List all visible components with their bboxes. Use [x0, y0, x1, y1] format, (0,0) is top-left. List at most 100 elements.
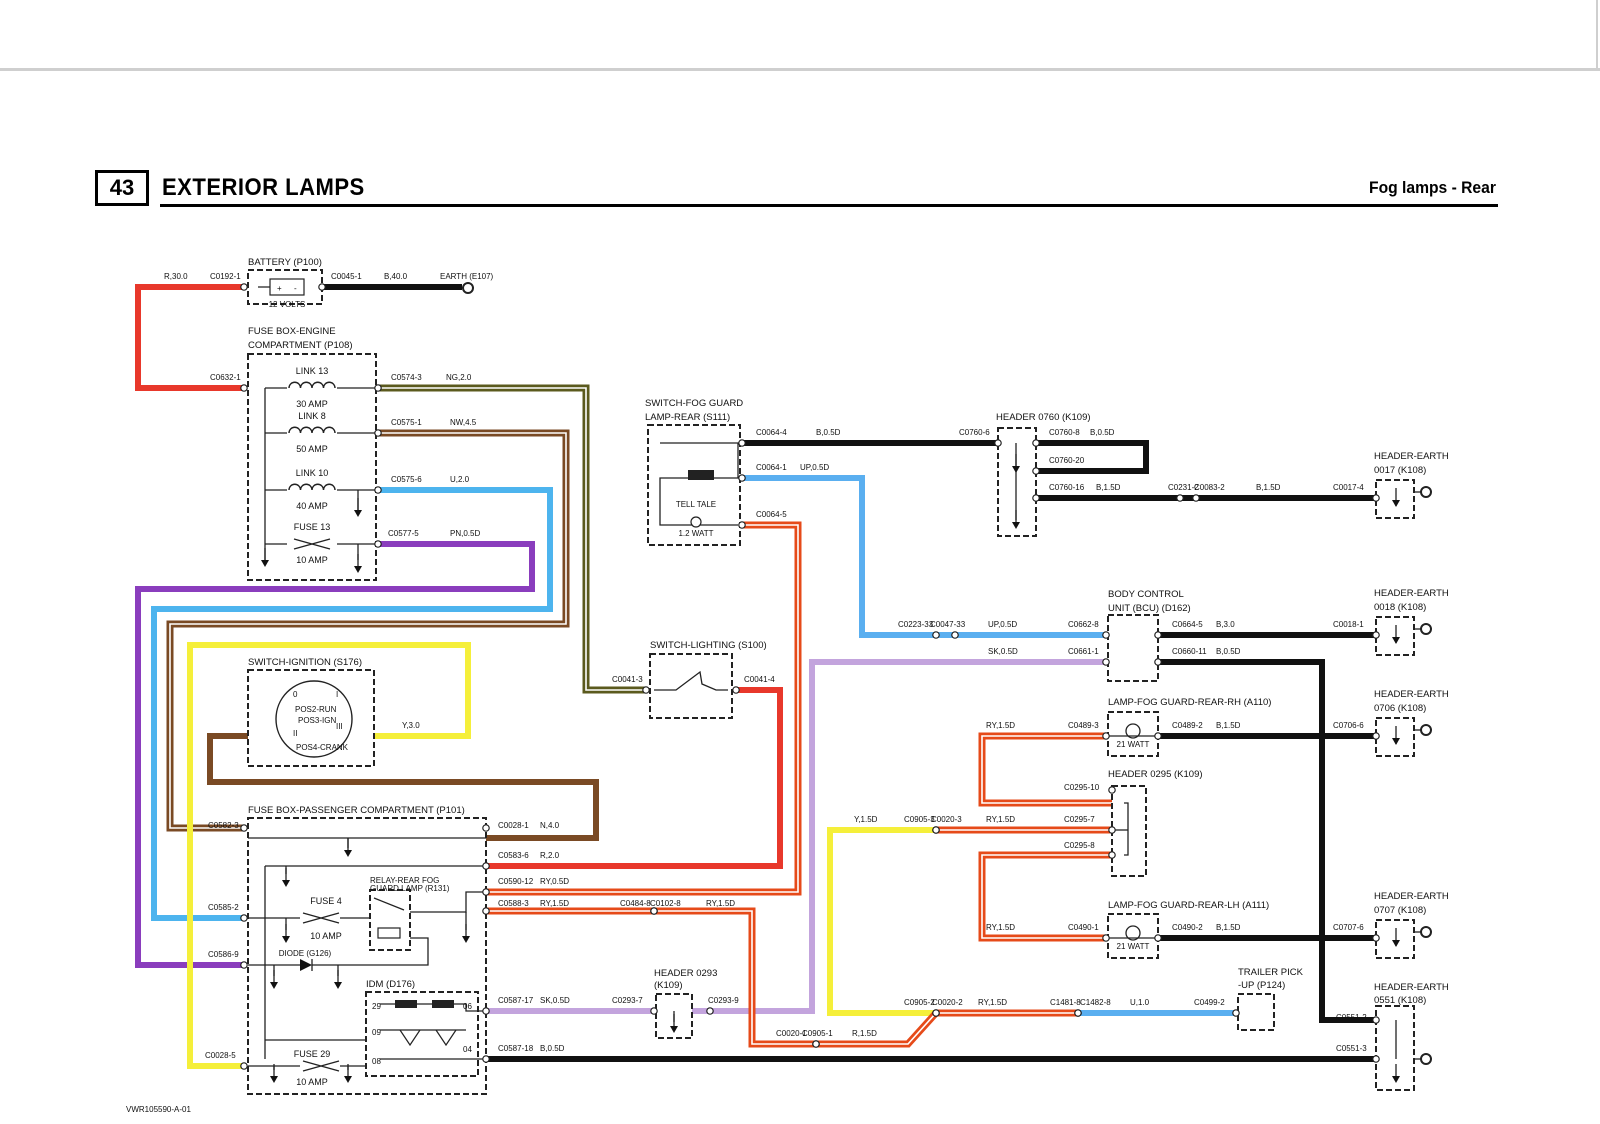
components-layer	[240, 269, 1432, 1095]
connector-label: C0551-3	[1336, 1044, 1367, 1053]
fuse-name: LINK 13	[296, 366, 329, 376]
bcu-name: BODY CONTROL	[1108, 589, 1184, 600]
tell-tale-label: TELL TALE	[676, 500, 716, 509]
diode-out	[312, 937, 429, 966]
connector-label: C0490-1	[1068, 923, 1099, 932]
fuse-name: FUSE 13	[294, 522, 331, 532]
he-0551-name: HEADER-EARTH	[1374, 982, 1449, 993]
lighting-switch-icon	[654, 670, 728, 691]
connector-pin	[482, 888, 490, 896]
connector-label: C0293-7	[612, 996, 643, 1005]
fuse29-blade	[302, 1060, 340, 1072]
fuse-rating: 30 AMP	[296, 399, 328, 409]
connector-label: C0664-5	[1172, 620, 1203, 629]
connector-pin	[1032, 467, 1040, 475]
connector-pin	[1108, 851, 1116, 859]
wire-red-battery	[135, 284, 244, 391]
connector-pin	[738, 521, 746, 529]
tell-tale-lamp-icon	[690, 516, 702, 528]
section-number-box: 43	[95, 170, 149, 206]
earth-arrow	[1392, 940, 1400, 947]
connector-pin	[240, 1062, 248, 1070]
engine-earth-arrow	[261, 560, 269, 567]
connector-label: C0582-3	[208, 821, 239, 830]
connector-pin	[1102, 732, 1110, 740]
wire-label: SK,0.5D	[988, 647, 1018, 656]
wire-n-fusebox	[207, 733, 599, 841]
earth-arrow	[1392, 738, 1400, 745]
passenger-earth-arrow-4	[462, 936, 470, 943]
connector-label: C0583-6	[498, 851, 529, 860]
engine-earth-arrow-2	[354, 510, 362, 517]
earth-ring-icon	[1420, 1053, 1432, 1065]
connector-label: C0489-2	[1172, 721, 1203, 730]
relay-label: RELAY-REAR FOG	[370, 876, 439, 885]
connector-label: C0484-8	[620, 899, 651, 908]
battery-name: BATTERY (P100)	[248, 257, 322, 268]
ign-p2: II	[293, 729, 297, 738]
connector-label: C0064-1	[756, 463, 787, 472]
switch-ignition-name: SWITCH-IGNITION (S176)	[248, 657, 362, 668]
ign-p0: 0	[293, 690, 298, 699]
diode-icon	[300, 959, 312, 971]
wire-label: NG,2.0	[446, 373, 472, 382]
connector-label: C0575-1	[391, 418, 422, 427]
connector-pin	[374, 540, 382, 548]
switch-fog-name-2: LAMP-REAR (S111)	[645, 412, 730, 423]
fuse29-rating: 10 AMP	[296, 1077, 328, 1087]
connector-pin	[1372, 494, 1380, 502]
connector-label: C0760-8	[1049, 428, 1080, 437]
wire-y-trailer	[827, 827, 936, 1016]
h0295-bus	[1124, 802, 1129, 856]
connector-label: C0017-4	[1333, 483, 1364, 492]
connector-label: C0590-12	[498, 877, 534, 886]
wire-black-header0760	[742, 440, 1149, 474]
idm-pin-04: 04	[463, 1045, 472, 1054]
connector-pin	[1372, 1055, 1380, 1063]
relay-label-2: GUARD LAMP (R131)	[370, 884, 450, 893]
connector-label: C0760-20	[1049, 456, 1085, 465]
earth-header-4	[1375, 919, 1415, 959]
h0760-arrow-2	[1012, 522, 1020, 529]
connector-pin	[240, 824, 248, 832]
bcu-box	[1107, 614, 1159, 682]
connector-pin	[738, 439, 746, 447]
passenger-earth-arrow-7	[270, 1076, 278, 1083]
connector-pin	[812, 1040, 820, 1048]
wire-ry-lamp-rh-trace	[981, 735, 1112, 804]
ign-pos2: POS2-RUN	[295, 705, 337, 714]
relay-box	[369, 889, 411, 951]
connector-pin	[642, 686, 650, 694]
wire-nw-link8-trace	[169, 432, 567, 829]
connector-label: C0586-9	[208, 950, 239, 959]
he-0707-name-2: 0707 (K108)	[1374, 905, 1426, 916]
trailer-name: TRAILER PICK	[1238, 967, 1304, 978]
he-0706-name-2: 0706 (K108)	[1374, 703, 1426, 714]
connector-pin	[240, 384, 248, 392]
tell-tale-watt: 1.2 WATT	[678, 529, 713, 538]
battery-minus: -	[294, 284, 297, 293]
wire-label: B,3.0	[1216, 620, 1235, 629]
connector-pin	[1154, 631, 1162, 639]
connector-label: C0574-3	[391, 373, 422, 382]
earth-ring-icon	[1420, 724, 1432, 736]
figure-reference: VWR105590-A-01	[126, 1105, 191, 1114]
connector-label: C0905-1	[802, 1029, 833, 1038]
header-0760-name: HEADER 0760 (K109)	[996, 412, 1091, 423]
connector-pin	[374, 384, 382, 392]
connector-pin	[1372, 732, 1380, 740]
header-0293-name: HEADER 0293	[654, 968, 717, 979]
earth-label: EARTH (E107)	[440, 272, 494, 281]
connector-label: C0587-17	[498, 996, 534, 1005]
wire-label: RY,0.5D	[540, 877, 569, 886]
connector-pin	[738, 474, 746, 482]
section-number: 43	[109, 175, 135, 200]
earth-ring-icon	[462, 282, 474, 294]
connector-label: C0045-1	[331, 272, 362, 281]
connector-pin	[1154, 732, 1162, 740]
connector-pin	[932, 631, 940, 639]
connector-label: C0760-16	[1049, 483, 1085, 492]
connector-pin	[240, 914, 248, 922]
